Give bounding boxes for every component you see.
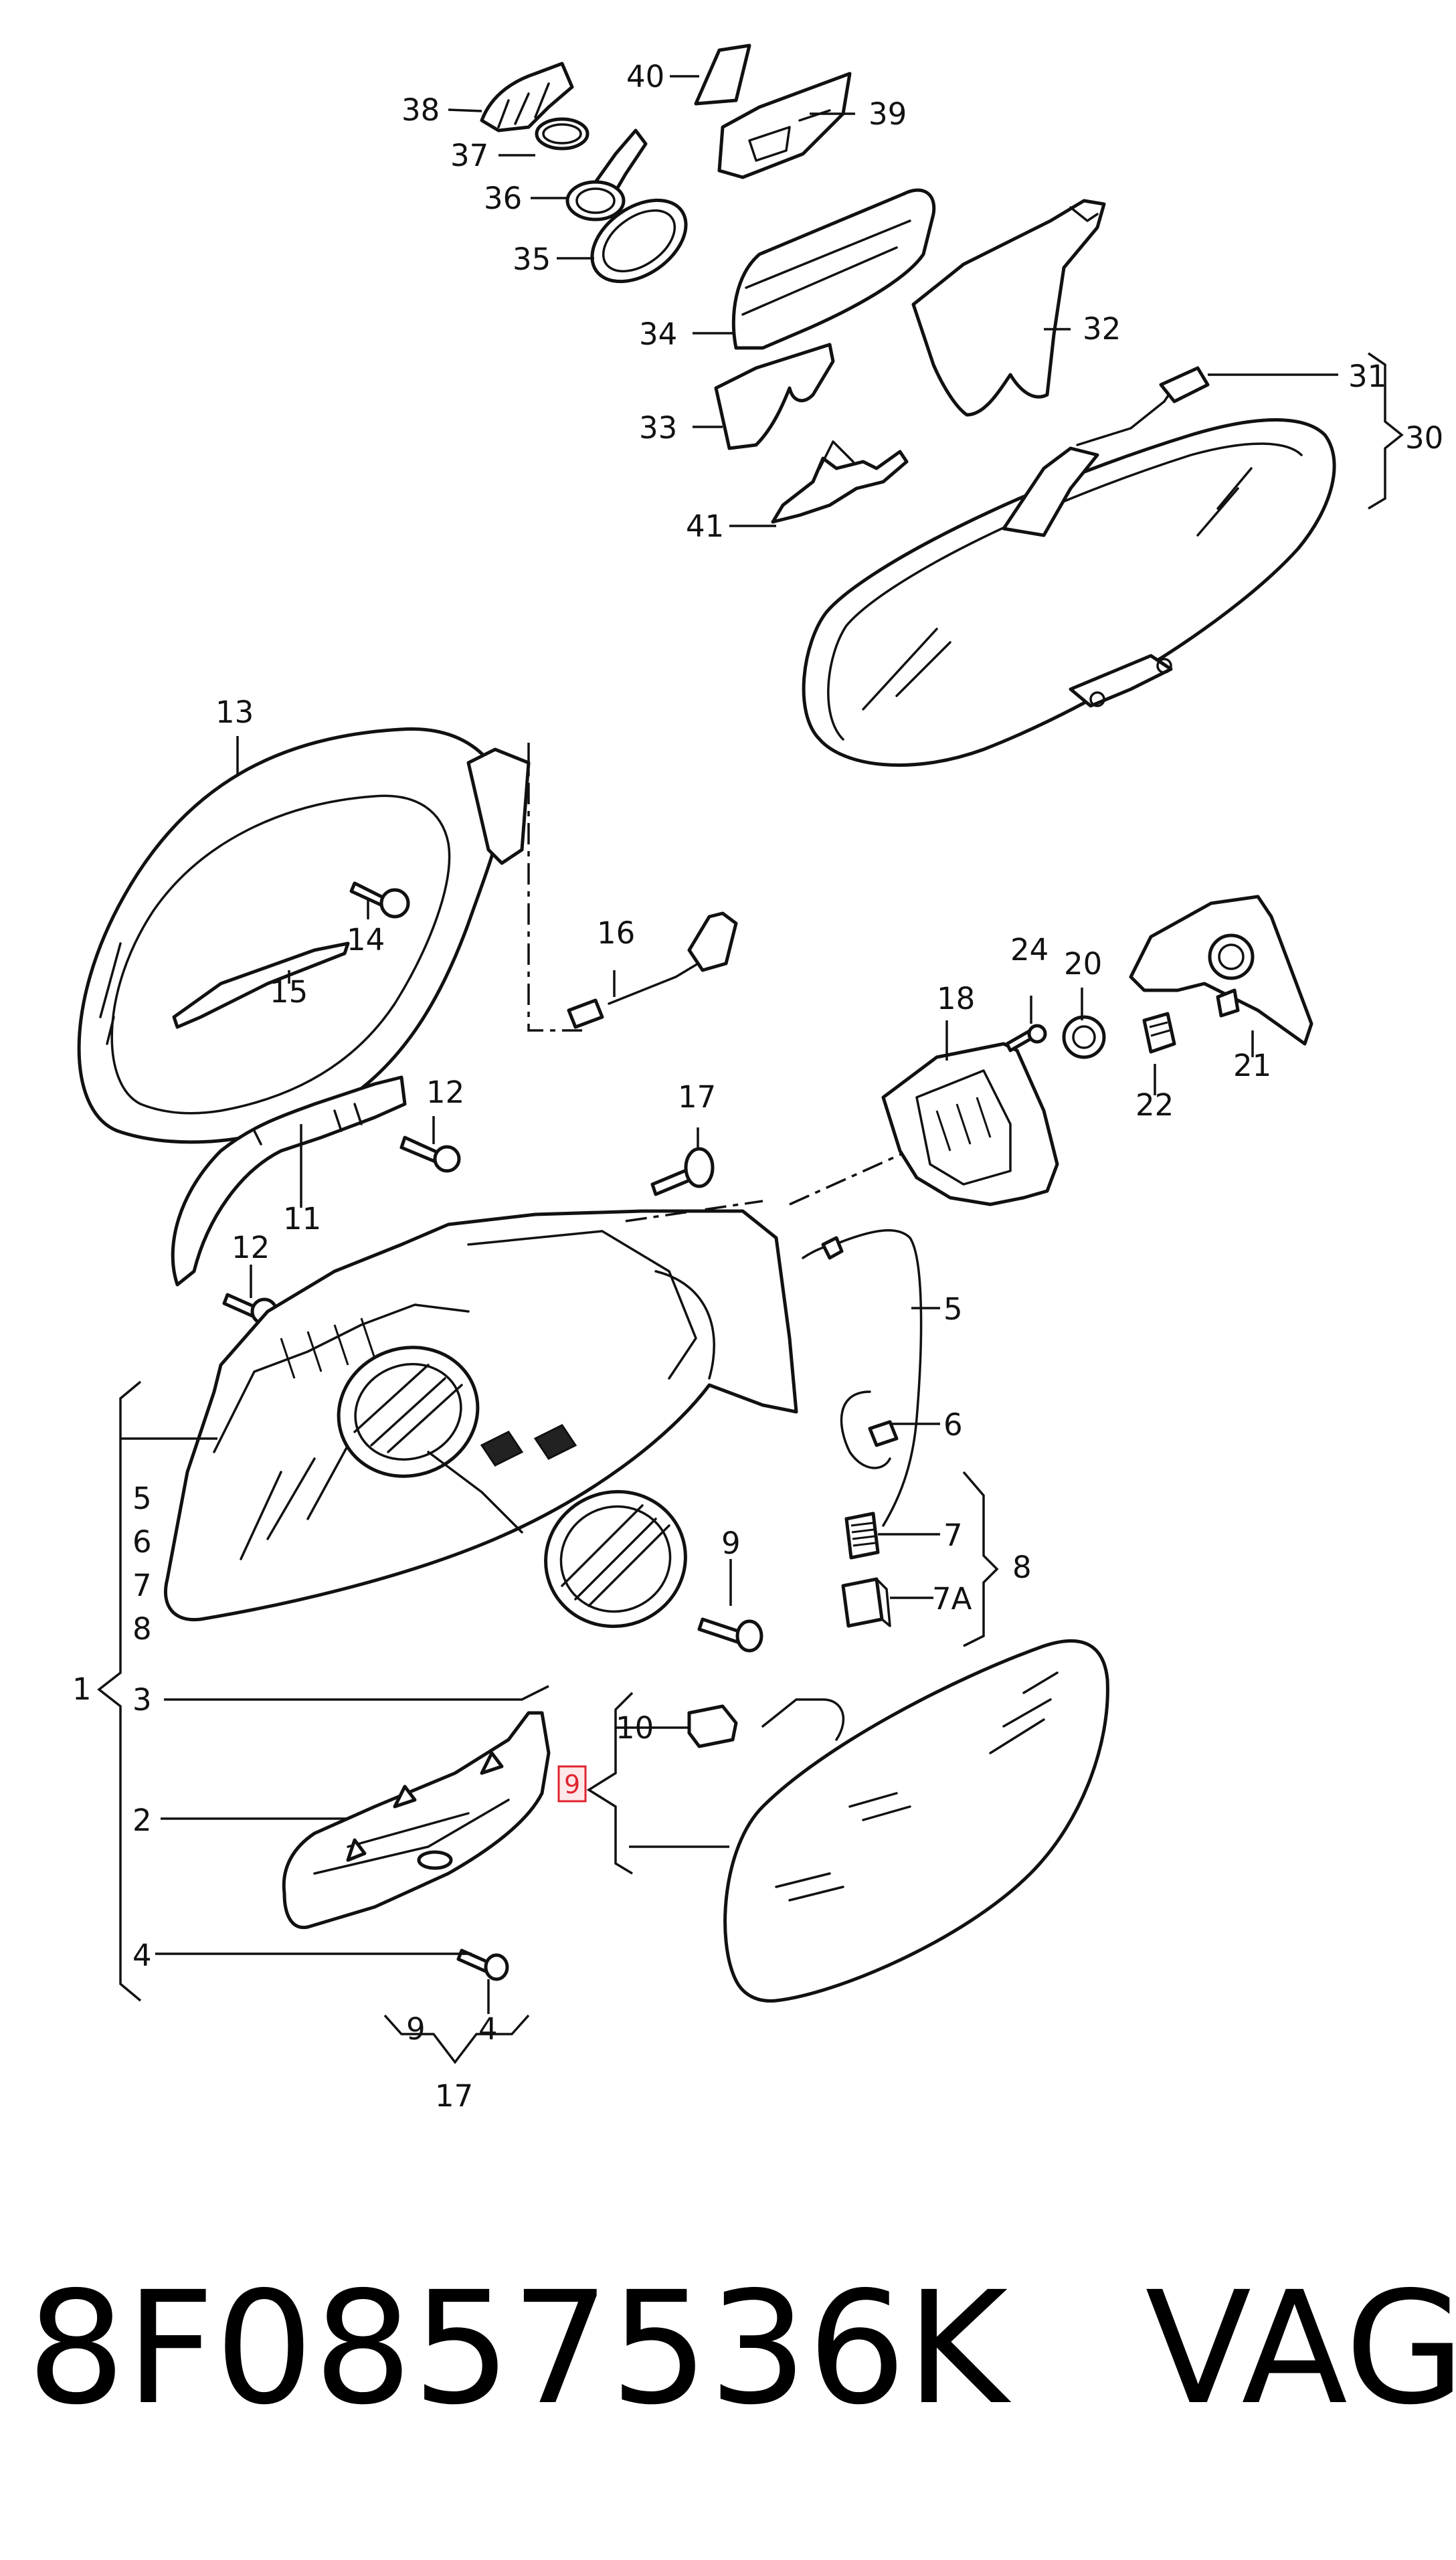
part-7a-connector [841, 1577, 891, 1628]
highlighted-label: 9 [564, 1770, 580, 1799]
part-38-clip [480, 62, 574, 132]
highlighted-callout-9: 9 [557, 1765, 587, 1803]
callout-40: 40 [626, 59, 664, 94]
callout-15: 15 [270, 974, 308, 1010]
part-1-mirror-base [163, 1209, 798, 1622]
stacked-5: 5 [132, 1481, 152, 1516]
callout-18-part-4: 4 [478, 2011, 498, 2047]
callout-12-upper: 12 [426, 1075, 464, 1110]
part-number-footer: 8F0857536K VAG [27, 2248, 1456, 2449]
callout-labels: 38 37 36 35 40 39 34 32 33 31 30 41 13 1… [72, 59, 1443, 2114]
stacked-6: 6 [132, 1524, 152, 1560]
stacked-7: 7 [132, 1568, 152, 1603]
part-20-base-plate [881, 1042, 1059, 1206]
part-24-screw [1005, 1024, 1047, 1053]
callout-22: 21 [1233, 1048, 1271, 1083]
stacked-8: 8 [132, 1611, 152, 1647]
adjustment-motor [337, 1346, 523, 1534]
callout-3: 3 [132, 1682, 152, 1718]
callout-18-part-8: 9 [406, 2011, 426, 2047]
callout-7b: 8 [1012, 1550, 1032, 1585]
part-12-screw-upper [399, 1135, 461, 1173]
callout-7: 7 [943, 1518, 963, 1553]
part-5-cable [802, 1229, 923, 1527]
callout-11: 11 [283, 1201, 321, 1237]
part-11-bracket [171, 1075, 407, 1287]
callout-20: 18 [937, 981, 975, 1016]
callout-39: 39 [869, 96, 907, 132]
callout-7a: 7A [932, 1581, 972, 1617]
part-32-housing [911, 199, 1106, 417]
callout-8: 9 [721, 1526, 741, 1561]
part-21-grommet [1062, 1015, 1106, 1059]
callout-38: 38 [401, 92, 440, 128]
brackets [97, 352, 1404, 2064]
part-41-bracket [771, 440, 909, 524]
part-4-screw [456, 1948, 509, 1981]
callout-5: 5 [943, 1291, 963, 1327]
callout-17: 17 [678, 1079, 716, 1115]
callout-14: 14 [347, 922, 385, 957]
part-number: 8F0857536K [27, 2258, 1008, 2439]
part-6-connector [868, 1420, 899, 1447]
part-22-housing [1129, 895, 1313, 1046]
callout-10: 10 [616, 1710, 654, 1746]
part-34-cover [731, 188, 936, 350]
part-23-connector [1142, 1012, 1176, 1054]
callout-18: 17 [435, 2078, 473, 2114]
callout-1: 1 [72, 1671, 92, 1707]
callout-21: 20 [1064, 946, 1102, 982]
callout-33: 33 [639, 410, 677, 446]
part-9-mirror-glass [723, 1639, 1109, 2003]
part-3-disc [544, 1489, 687, 1629]
callout-4: 4 [132, 1938, 152, 1973]
brand-name: VAG [1145, 2258, 1456, 2439]
part-15-indicator-strip [172, 941, 350, 1029]
callout-13: 13 [215, 695, 254, 730]
callout-12-lower: 12 [232, 1230, 270, 1265]
part-10-connector [687, 1698, 844, 1748]
callout-30: 30 [1405, 420, 1443, 456]
part-17-screw [650, 1147, 715, 1196]
part-35-disc [590, 198, 688, 284]
part-2-lower-cover [282, 1711, 551, 1930]
part-14-screw [349, 881, 410, 919]
part-37-ring [535, 117, 589, 151]
part-16-harness [567, 911, 738, 1029]
callout-34: 34 [639, 316, 677, 352]
callout-2: 2 [132, 1803, 152, 1838]
part-30-rear-view-mirror [802, 366, 1336, 767]
callout-24: 24 [1010, 932, 1049, 968]
callout-16: 16 [597, 915, 635, 951]
callout-37: 37 [450, 138, 488, 173]
callout-6: 6 [943, 1407, 963, 1443]
part-33-shroud [714, 343, 835, 450]
callout-32: 32 [1083, 311, 1121, 347]
callout-31: 31 [1348, 359, 1386, 394]
leader-lines [120, 75, 1338, 2014]
part-39-bracket [717, 72, 852, 179]
callout-36: 36 [484, 181, 522, 216]
part-7-connector [844, 1512, 880, 1560]
callout-35: 35 [513, 242, 551, 277]
callout-23: 22 [1135, 1087, 1174, 1123]
callout-41: 41 [686, 509, 724, 544]
part-13-housing-cap [77, 727, 531, 1144]
part-40-plate [694, 43, 751, 106]
part-8-screw [697, 1617, 763, 1653]
part-36-holder [565, 128, 648, 221]
